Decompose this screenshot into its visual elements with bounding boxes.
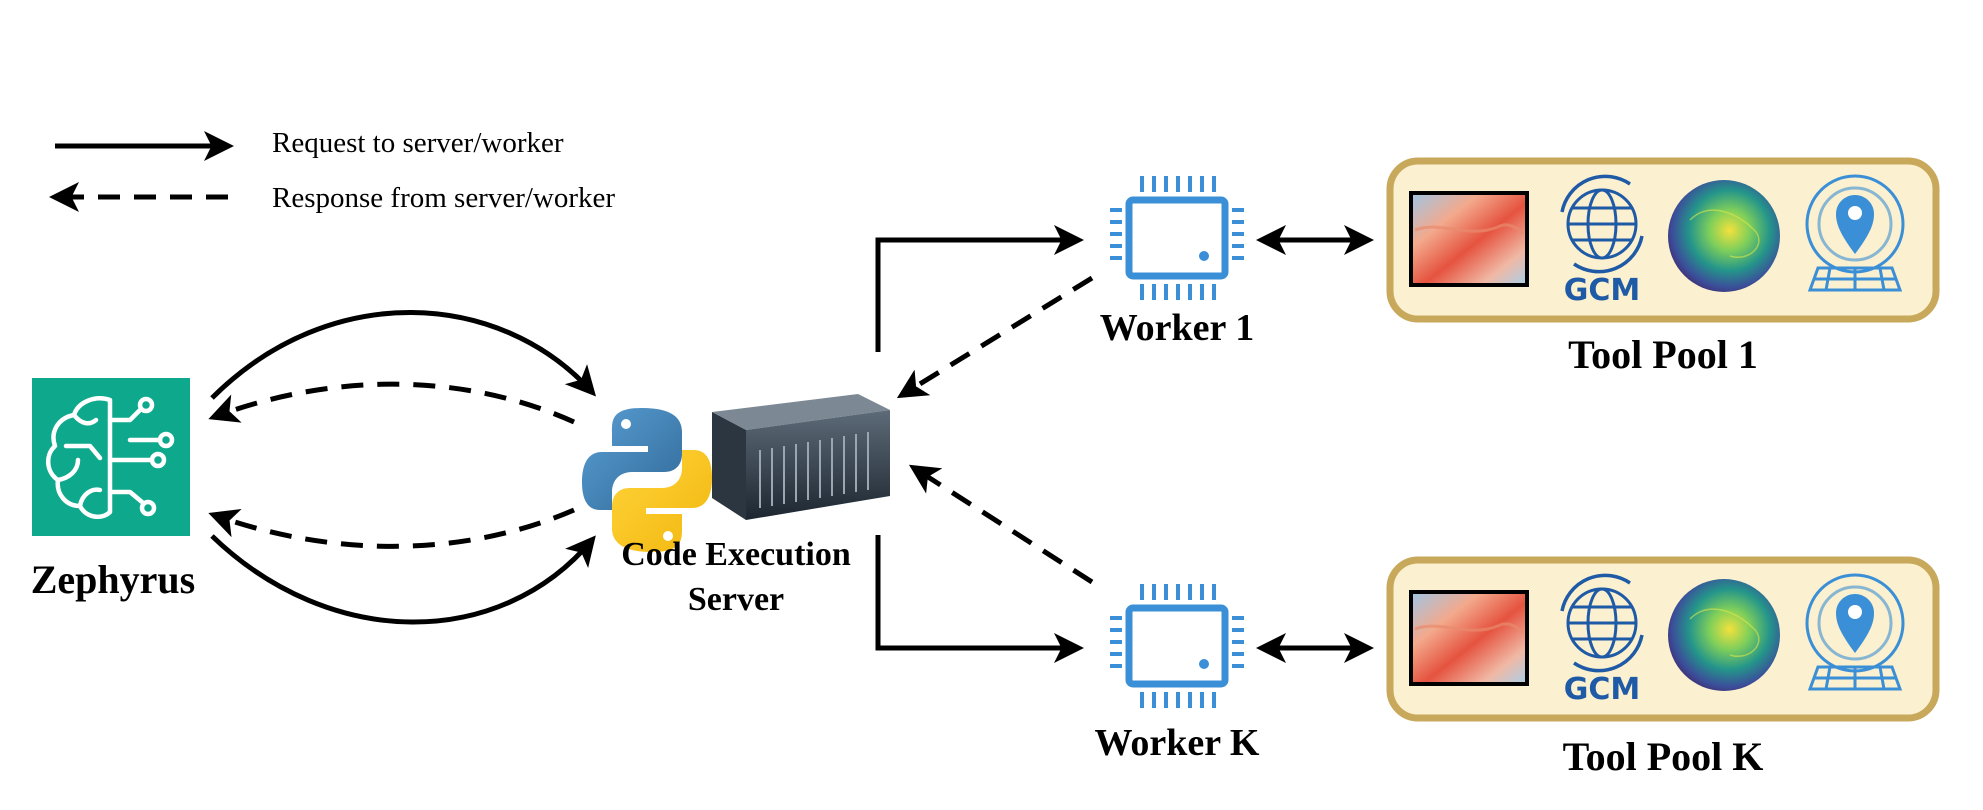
- worker-1-node: Worker 1: [1100, 176, 1254, 349]
- request-arrow-top: [210, 310, 597, 400]
- legend-request-label: Request to server/worker: [272, 127, 564, 159]
- worker-k-node: Worker K: [1094, 584, 1260, 764]
- gcm-globe-icon: GCM: [1560, 573, 1644, 707]
- legend: Request to server/worker Response from s…: [49, 127, 615, 214]
- heatmap-map-icon: [1409, 590, 1529, 686]
- gcm-globe-icon: GCM: [1560, 174, 1644, 308]
- location-globe-icon: [1805, 573, 1905, 691]
- worker-k-label: Worker K: [1094, 722, 1259, 764]
- heatmap-map-icon: [1409, 191, 1529, 287]
- gcm-label: GCM: [1564, 273, 1641, 308]
- legend-response-label: Response from server/worker: [272, 182, 615, 214]
- agent-node: Zephyrus: [31, 378, 196, 602]
- server-rack-icon: [712, 394, 890, 520]
- sphere-contour-icon: [1668, 579, 1780, 691]
- server-worker-arrows: [875, 225, 1094, 663]
- tool-pool-k: GCM Tool Pool K: [1386, 556, 1940, 779]
- response-arrow-worker-k: [908, 464, 1094, 585]
- tool-pool-1-label: Tool Pool 1: [1568, 332, 1758, 377]
- location-globe-icon: [1805, 174, 1905, 292]
- response-arrow-bottom: [208, 507, 575, 549]
- worker-1-label: Worker 1: [1100, 307, 1254, 349]
- tool-pool-1: GCM Tool Pool 1: [1386, 157, 1940, 377]
- server-node: Code Execution Server: [582, 394, 890, 618]
- cpu-chip-icon: [1110, 584, 1244, 708]
- python-logo-icon: [582, 408, 712, 552]
- tool-pool-k-label: Tool Pool K: [1563, 734, 1764, 779]
- gcm-label: GCM: [1564, 672, 1641, 707]
- sphere-contour-icon: [1668, 180, 1780, 292]
- request-arrow-worker-k: [875, 535, 1084, 663]
- agent-server-arrows: [208, 310, 597, 625]
- request-arrow-worker-1: [875, 225, 1084, 352]
- server-label-line1: Code Execution: [621, 536, 851, 573]
- cpu-chip-icon: [1110, 176, 1244, 300]
- request-arrow-bottom: [210, 534, 596, 625]
- response-arrow-top: [208, 381, 576, 425]
- response-arrow-worker-1: [896, 275, 1094, 399]
- server-label-line2: Server: [688, 581, 784, 618]
- agent-label: Zephyrus: [31, 557, 196, 602]
